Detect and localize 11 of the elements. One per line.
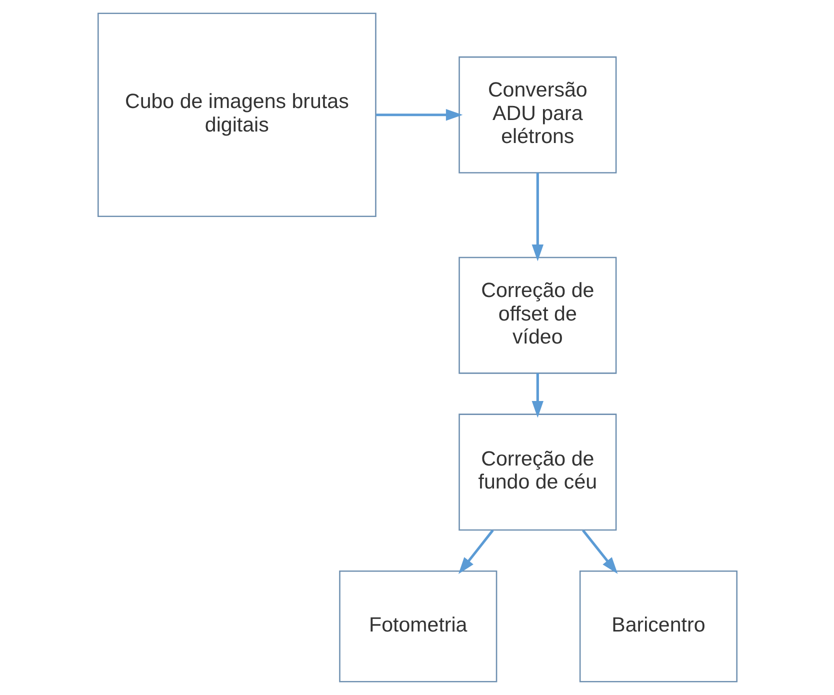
arrow <box>581 530 618 574</box>
arrow <box>376 109 462 121</box>
node-box: Cubo de imagens brutas digitais <box>97 12 376 218</box>
node-box: Correção de fundo de céu <box>458 414 616 531</box>
node-box: Conversão ADU para elétrons <box>458 56 616 174</box>
node-box: Fotometria <box>338 570 497 682</box>
arrow <box>531 172 544 262</box>
arrow <box>458 530 494 574</box>
arrow <box>531 373 544 418</box>
node-box: Correção de offset de vídeo <box>458 256 616 374</box>
node-box: Baricentro <box>578 570 737 682</box>
